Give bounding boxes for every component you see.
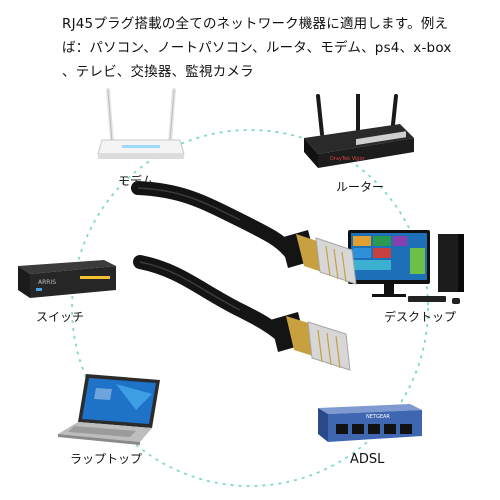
upper-rj45-plug: [280, 230, 357, 285]
desktop-image: [348, 230, 464, 304]
desktop-label: デスクトップ: [384, 310, 457, 324]
laptop-label: ラップトップ: [70, 452, 143, 466]
intro-line-3: 、テレビ、交換器、監視カメラ: [62, 64, 254, 80]
router-image: DrayTek Vigor: [304, 94, 414, 168]
ethernet-cable-image: [131, 181, 357, 371]
intro-line-1: RJ45プラグ搭載の全てのネットワーク機器に適用します。例え: [62, 16, 449, 32]
adsl-label: ADSL: [350, 452, 385, 467]
intro-line-2: ば：パソコン、ノートパソコン、ルータ、モデム、ps4、x-box: [62, 40, 452, 56]
modem-image: [97, 88, 185, 159]
intro-text: RJ45プラグ搭載の全てのネットワーク機器に適用します。例え ば：パソコン、ノー…: [62, 12, 482, 84]
router-brand: DrayTek Vigor: [330, 156, 366, 162]
switch-label: スイッチ: [36, 310, 85, 324]
switch-image: ARRIS: [18, 260, 116, 298]
lower-rj45-plug: [270, 312, 351, 371]
adsl-image: NETGEAR: [318, 404, 422, 442]
router-label: ルーター: [336, 180, 385, 194]
adsl-brand: NETGEAR: [366, 414, 390, 420]
laptop-image: [58, 374, 160, 445]
switch-brand: ARRIS: [38, 279, 56, 286]
